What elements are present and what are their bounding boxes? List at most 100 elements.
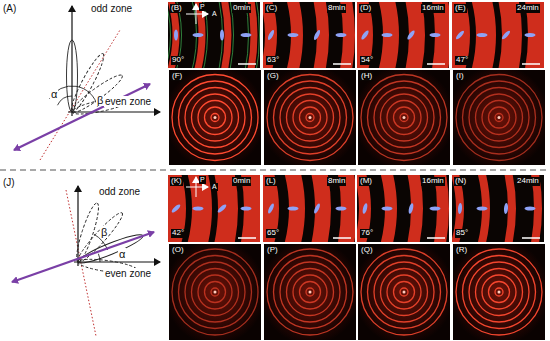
texture-panel (357, 175, 449, 242)
interference-ring (198, 101, 232, 135)
molecule-ellipse (313, 29, 322, 41)
birefringence-band (168, 175, 254, 242)
panel-letter: (F) (171, 72, 183, 81)
interference-ring (374, 262, 434, 322)
molecule-ellipse (360, 29, 370, 40)
molecule-ellipse (455, 30, 465, 41)
interference-ring (280, 88, 340, 148)
ring-panel (453, 244, 545, 340)
even-axis (68, 111, 160, 112)
interference-ring (463, 81, 536, 154)
ring-panel (264, 70, 356, 165)
scale-bar (238, 63, 256, 65)
ring-center (214, 116, 217, 119)
panel-letter: (J) (2, 177, 16, 188)
texture-panel (357, 2, 449, 68)
molecule-ellipse (193, 33, 204, 37)
interference-ring (456, 75, 542, 161)
angle-symbol: α (118, 248, 126, 260)
birefringence-band (263, 175, 355, 242)
molecule-ellipse (406, 29, 416, 40)
interference-ring (267, 249, 353, 335)
molecule-ellipse (525, 33, 536, 37)
interference-ring (185, 88, 245, 148)
interference-ring (280, 262, 340, 322)
interference-ring (381, 94, 428, 141)
birefringence-band (452, 2, 544, 68)
molecule-ellipse (241, 33, 252, 37)
interference-ring (476, 269, 523, 316)
birefringence-band (357, 2, 449, 68)
time-label: 8min (327, 4, 346, 13)
birefringence-band (168, 2, 228, 68)
odd-axis (77, 186, 78, 266)
molecule-ellipse (267, 203, 275, 215)
time-label: 0min (232, 4, 251, 13)
molecule-ellipse (288, 33, 299, 37)
panel-letter: (A) (2, 3, 17, 14)
molecule-ellipse (501, 30, 511, 41)
time-label: 8min (327, 177, 346, 186)
interference-ring (185, 262, 245, 322)
molecule-ellipse (220, 30, 224, 41)
birefringence-band (168, 2, 260, 68)
molecule-ellipse (362, 203, 369, 215)
panel-letter: (G) (266, 72, 280, 81)
zone-boundary (168, 2, 197, 68)
birefringence-band (168, 175, 228, 242)
birefringence-band (357, 2, 417, 68)
ring-panel (169, 244, 261, 340)
ring-center (214, 291, 217, 294)
molecule-ellipse (267, 29, 276, 41)
interference-ring (205, 282, 226, 303)
interference-ring (482, 101, 516, 135)
interference-ring (205, 107, 226, 128)
molecule-ellipse (313, 203, 321, 215)
dotted-normal (40, 30, 120, 160)
texture-panel (452, 2, 544, 68)
angle-value: 76° (360, 229, 374, 238)
analyzer-letter: A (211, 183, 218, 191)
angle-symbol: α (50, 88, 58, 100)
axis-label: odd zone (90, 3, 133, 14)
angle-value: 47° (455, 56, 469, 65)
birefringence-band (452, 175, 512, 242)
birefringence-band (263, 2, 349, 68)
angle-value: 42° (171, 229, 185, 238)
molecule-ellipse (336, 33, 347, 37)
director-arrow (14, 84, 150, 150)
scale-bar (427, 63, 445, 65)
molecule-ellipse (288, 207, 299, 211)
analyzer-arrow (186, 14, 208, 15)
molecule-ellipse (336, 207, 347, 211)
birefringence-band (263, 2, 355, 68)
texture-panel (452, 175, 544, 242)
interference-ring (192, 94, 239, 141)
interference-ring (476, 94, 523, 141)
molecule-ellipse (430, 33, 441, 37)
axis-label: odd zone (98, 186, 141, 197)
interference-ring (293, 101, 327, 135)
molecule-ellipse (504, 203, 509, 214)
interference-ring (400, 114, 408, 122)
scale-bar (522, 237, 540, 239)
interference-ring (179, 256, 252, 329)
ring-center (309, 116, 312, 119)
interference-ring (387, 101, 421, 135)
molecule-ellipse (458, 203, 463, 214)
scale-bar (522, 63, 540, 65)
interference-ring (300, 107, 321, 128)
polarizer-letter: P (199, 3, 206, 11)
time-label: 24min (516, 177, 540, 186)
ring-center (403, 291, 406, 294)
scale-bar (238, 237, 256, 239)
interference-ring (179, 81, 252, 154)
panel-letter: (Q) (360, 246, 374, 255)
molecule-ellipse (525, 207, 536, 211)
angle-value: 65° (266, 229, 280, 238)
ring-panel (358, 244, 450, 340)
interference-ring (368, 81, 441, 154)
molecule-ellipse (171, 203, 182, 213)
molecule-petal (67, 51, 108, 114)
